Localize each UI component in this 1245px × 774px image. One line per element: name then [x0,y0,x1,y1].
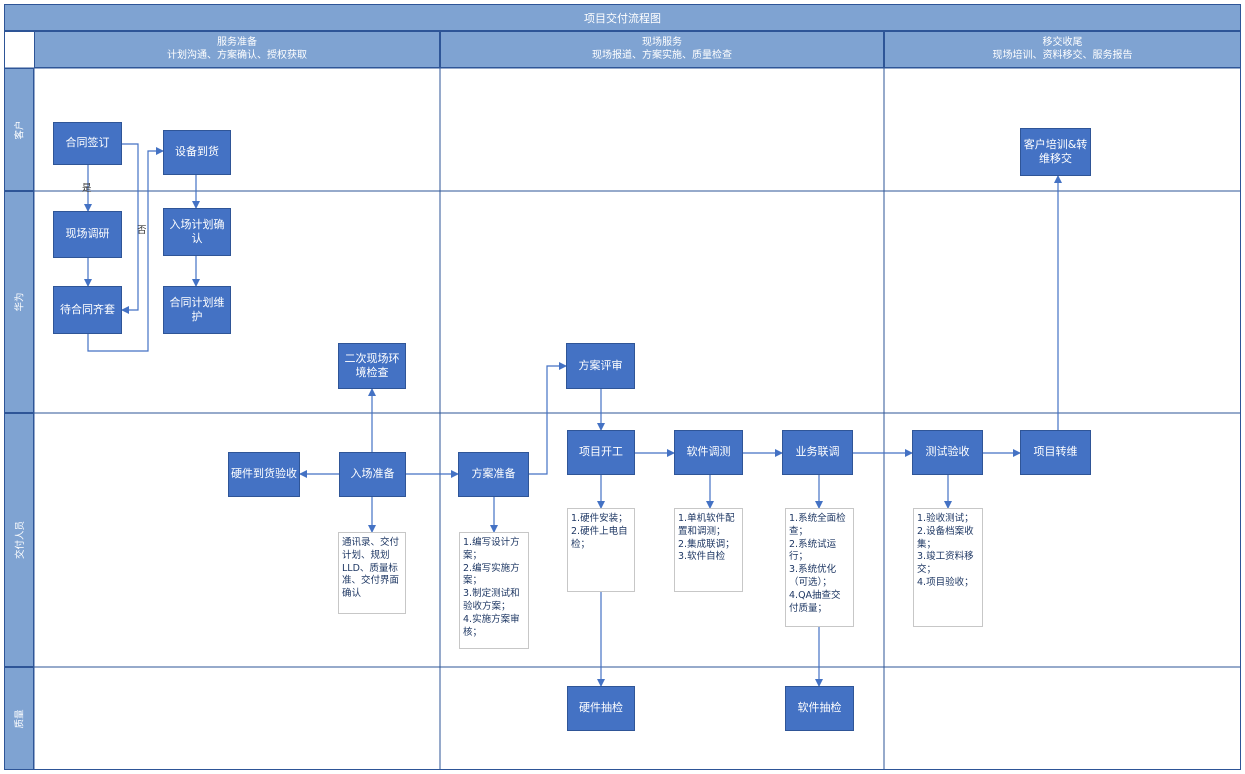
lane-header-customer: 客户 [4,68,34,191]
node-solution-review[interactable]: 方案评审 [566,343,635,389]
lane-header-quality: 质量 [4,667,34,770]
diagram-title: 项目交付流程图 [4,4,1241,31]
node-site-survey[interactable]: 现场调研 [53,211,122,258]
edge-contract-no [121,143,139,314]
phase-header-onsite: 现场服务 现场报道、方案实施、质量检查 [440,31,884,68]
phase-name: 服务准备 [217,37,257,48]
phase-sub: 现场报道、方案实施、质量检查 [592,49,732,61]
phase-sub: 计划沟通、方案确认、授权获取 [167,49,307,61]
node-equipment-arrival[interactable]: 设备到货 [163,130,231,175]
note-project-start: 1.硬件安装； 2.硬件上电自检； [567,508,635,592]
note-service-integration: 1.系统全面检查； 2.系统试运行； 3.系统优化（可选）； 4.QA抽查交付质… [785,508,854,627]
node-project-transfer[interactable]: 项目转维 [1020,430,1091,475]
note-entry-prep: 通讯录、交付计划、规划LLD、质量标准、交付界面确认 [338,532,406,614]
node-entry-prep[interactable]: 入场准备 [339,452,406,497]
node-sw-debug[interactable]: 软件调测 [674,430,743,475]
node-contract-sign[interactable]: 合同签订 [53,122,122,165]
node-hw-sampling[interactable]: 硬件抽检 [567,686,635,731]
node-sw-sampling[interactable]: 软件抽检 [785,686,854,731]
lane-header-huawei: 华为 [4,191,34,413]
edge-label-yes: 是 [82,183,92,194]
phase-sub: 现场培训、资料移交、服务报告 [992,49,1133,61]
edge-label-no: 否 [137,225,147,236]
note-solution-prep: 1.编写设计方案； 2.编写实施方案； 3.制定测试和验收方案； 4.实施方案审… [459,532,529,649]
node-await-contract[interactable]: 待合同齐套 [53,286,122,334]
note-sw-debug: 1.单机软件配置和调测； 2.集成联调； 3.软件自检 [674,508,743,592]
node-entry-plan-confirm[interactable]: 入场计划确认 [163,208,231,256]
edge-solution-to-review [529,362,567,475]
node-solution-prep[interactable]: 方案准备 [458,452,529,497]
node-project-start[interactable]: 项目开工 [567,430,635,475]
node-test-acceptance[interactable]: 测试验收 [912,430,983,475]
node-contract-plan-maint[interactable]: 合同计划维护 [163,286,231,334]
node-service-integration[interactable]: 业务联调 [782,430,853,475]
node-hw-arrival-check[interactable]: 硬件到货验收 [228,452,300,497]
note-test-acceptance: 1.验收测试； 2.设备档案收集； 3.竣工资料移交； 4.项目验收； [913,508,983,627]
phase-header-preparation: 服务准备 计划沟通、方案确认、授权获取 [34,31,440,68]
node-second-site-check[interactable]: 二次现场环境检查 [338,343,406,389]
lane-header-delivery: 交付人员 [4,413,34,667]
phase-name: 现场服务 [642,37,682,48]
phase-name: 移交收尾 [1042,37,1083,48]
edge-await-to-arrival [87,147,164,352]
phase-header-closing: 移交收尾 现场培训、资料移交、服务报告 [884,31,1241,68]
node-customer-training[interactable]: 客户培训&转维移交 [1020,128,1091,176]
